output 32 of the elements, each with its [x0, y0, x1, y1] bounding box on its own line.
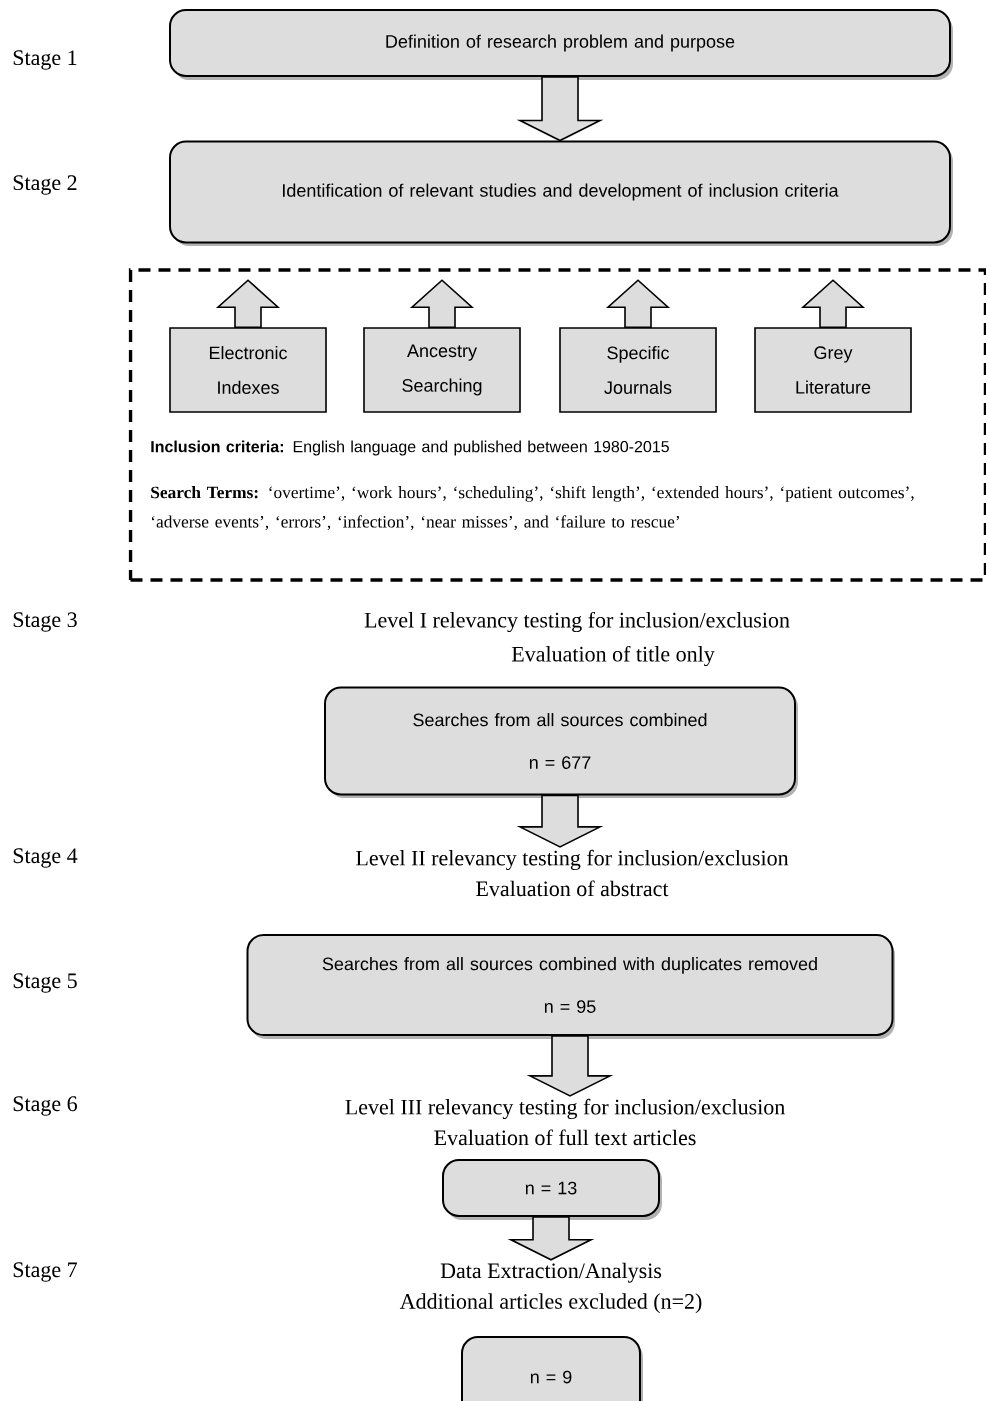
stage-label: Level I relevancy testing for inclusion/exclusion — [364, 611, 790, 633]
block-arrow — [800, 279, 866, 328]
block-arrow — [526, 1035, 614, 1097]
source-box: Specific Journals — [559, 327, 717, 413]
process-box: n = 9 — [461, 1336, 643, 1401]
source-box: Grey Literature — [754, 327, 912, 413]
stage-label: Stage 7 — [13, 1262, 77, 1282]
criteria-text: Search Terms: ‘overtime’, ‘work hours’, ‘scheduling’, ‘shift length’, ‘extended hours’, ‘patient outcomes’, ‘adverse events’, ‘errors’, ‘infection’, ‘near misses’, and ‘failure to rescue’ — [151, 485, 914, 531]
stage-label: Stage 6 — [13, 1096, 77, 1116]
process-box: Definition of research problem and purpose — [169, 9, 953, 80]
criteria-text: Inclusion criteria: English language and published between 1980-2015 — [151, 440, 669, 456]
stage-label: Stage 2 — [13, 175, 77, 195]
block-arrow — [516, 794, 604, 848]
block-arrow — [409, 279, 475, 328]
source-box: Electronic Indexes — [169, 327, 327, 413]
block-arrow — [516, 76, 604, 142]
block-arrow — [507, 1216, 595, 1261]
stage-text: Data Extraction/Analysis Additional articles excluded (n=2) — [399, 1262, 702, 1314]
block-arrow — [605, 279, 671, 328]
process-box: n = 13 — [442, 1159, 662, 1220]
stage-text: Level III relevancy testing for inclusion/exclusion Evaluation of full text articles — [345, 1098, 785, 1146]
stage-label: Stage 4 — [13, 848, 78, 868]
stage-label: Stage 1 — [13, 50, 77, 70]
stage-label: Evaluation of title only — [511, 645, 715, 667]
stage-label: Stage 3 — [13, 612, 77, 632]
stage-text: Level II relevancy testing for inclusion/exclusion Evaluation of abstract — [356, 849, 789, 897]
source-box: Ancestry Searching — [363, 327, 521, 413]
process-box: Identification of relevant studies and development of inclusion criteria — [169, 140, 953, 246]
process-box: Searches from all sources combined with duplicates removed n = 95 — [246, 934, 895, 1039]
block-arrow — [215, 279, 281, 328]
stage-label: Stage 5 — [13, 973, 77, 993]
process-box: Searches from all sources combined n = 677 — [324, 686, 798, 798]
